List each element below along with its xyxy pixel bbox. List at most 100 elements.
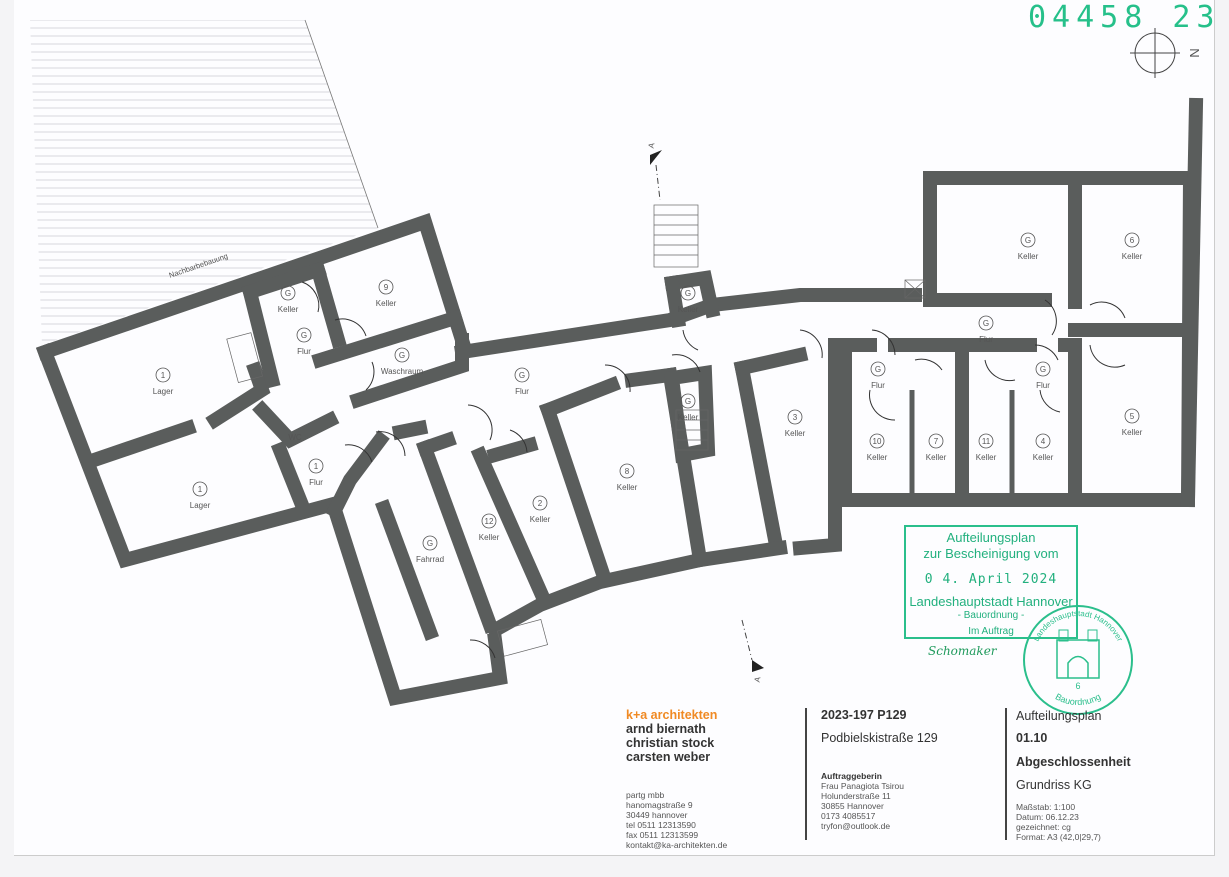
client-line: Frau Panagiota Tsirou	[821, 781, 905, 791]
drawing-subject: Abgeschlossenheit	[1016, 755, 1131, 769]
svg-text:Keller: Keller	[617, 483, 638, 492]
svg-text:G: G	[685, 289, 691, 298]
approval-stamp: Aufteilungsplan zur Bescheinigung vom 0 …	[904, 525, 1078, 639]
room-label: G Keller	[678, 393, 699, 422]
room-label: G Flur	[296, 327, 312, 356]
project-block: 2023-197 P129 Podbielskistraße 129 Auftr…	[821, 708, 938, 831]
address-line: kontakt@ka-architekten.de	[626, 840, 728, 850]
section-label: A	[753, 676, 763, 683]
svg-text:G: G	[875, 365, 881, 374]
svg-text:Fahrrad: Fahrrad	[416, 555, 444, 564]
signature: Schomaker	[928, 644, 997, 658]
room-label: G Keller	[678, 285, 699, 314]
svg-text:Keller: Keller	[278, 305, 299, 314]
svg-text:3: 3	[793, 413, 798, 422]
property-line	[304, 19, 379, 229]
svg-text:G: G	[427, 539, 433, 548]
drawing-detail: Format: A3 (42,0|29,7)	[1016, 832, 1101, 842]
svg-text:8: 8	[625, 467, 630, 476]
svg-text:Keller: Keller	[678, 413, 699, 422]
address-line: 30449 hannover	[626, 810, 688, 820]
section-marker-bottom: A	[741, 619, 764, 683]
svg-text:G: G	[301, 331, 307, 340]
project-address: Podbielskistraße 129	[821, 731, 938, 745]
svg-text:Keller: Keller	[785, 429, 806, 438]
svg-text:1: 1	[198, 485, 203, 494]
client-line: Holunderstraße 11	[821, 791, 891, 801]
client-heading: Auftraggeberin	[821, 771, 882, 781]
architect-block: k+a architekten arnd biernath christian …	[626, 708, 727, 850]
svg-text:G: G	[285, 289, 291, 298]
svg-text:1: 1	[161, 371, 166, 380]
room-label: G Keller	[1018, 232, 1039, 261]
partner: carsten weber	[626, 750, 711, 764]
svg-text:Keller: Keller	[1122, 252, 1143, 261]
firm-name: k+a architekten	[626, 708, 718, 722]
svg-text:G: G	[1040, 365, 1046, 374]
svg-text:Keller: Keller	[1122, 428, 1143, 437]
svg-text:Keller: Keller	[479, 533, 500, 542]
svg-text:2: 2	[538, 499, 543, 508]
svg-text:G: G	[519, 371, 525, 380]
svg-text:Keller: Keller	[1018, 252, 1039, 261]
svg-text:5: 5	[1130, 412, 1135, 421]
archive-stamp-number: 04458 23	[1028, 0, 1221, 35]
svg-text:Flur: Flur	[871, 381, 885, 390]
svg-text:11: 11	[982, 437, 991, 446]
svg-text:Flur: Flur	[309, 478, 323, 487]
neighbour-building-hatch	[30, 20, 378, 345]
svg-text:G: G	[1025, 236, 1031, 245]
address-line: tel 0511 12313590	[626, 820, 696, 830]
stamp-line2: zur Bescheinigung vom	[923, 546, 1059, 561]
stamp-authority: Landeshauptstadt Hannover	[909, 594, 1073, 609]
client-line: tryfon@outlook.de	[821, 821, 891, 831]
svg-text:7: 7	[934, 437, 939, 446]
room-label: G Flur	[870, 361, 886, 390]
svg-text:Flur: Flur	[979, 335, 993, 344]
section-marker-top: A	[647, 142, 662, 201]
svg-text:G: G	[685, 397, 691, 406]
north-arrow-icon: N	[1130, 28, 1202, 78]
drawing-title: Grundriss KG	[1016, 778, 1092, 792]
section-label: A	[647, 142, 657, 149]
svg-text:Keller: Keller	[976, 453, 997, 462]
svg-text:Flur: Flur	[297, 347, 311, 356]
drawing-detail: gezeichnet: cg	[1016, 822, 1071, 832]
client-line: 0173 4085517	[821, 811, 876, 821]
stamp-note: Im Auftrag	[968, 626, 1014, 637]
stamp-date: 0 4. April 2024	[924, 572, 1058, 587]
svg-text:Keller: Keller	[867, 453, 888, 462]
partner: christian stock	[626, 736, 715, 750]
svg-text:Flur: Flur	[1036, 381, 1050, 390]
svg-text:Waschraum: Waschraum	[381, 367, 424, 376]
svg-text:Keller: Keller	[530, 515, 551, 524]
svg-text:Keller: Keller	[1033, 453, 1054, 462]
stamp-department: - Bauordnung -	[957, 610, 1025, 621]
svg-text:1: 1	[314, 462, 319, 471]
room-label: WC	[288, 433, 302, 442]
drawing-block: Aufteilungsplan 01.10 Abgeschlossenheit …	[1016, 709, 1131, 843]
stairs	[226, 204, 926, 657]
divider	[1005, 708, 1007, 840]
walls	[35, 97, 1204, 707]
svg-text:Keller: Keller	[678, 305, 699, 314]
drawing-type: Aufteilungsplan	[1016, 709, 1102, 723]
room-label: G Flur	[1035, 361, 1051, 390]
north-label: N	[1187, 48, 1202, 57]
seal-text-bottom: Bauordnung	[1054, 691, 1103, 707]
